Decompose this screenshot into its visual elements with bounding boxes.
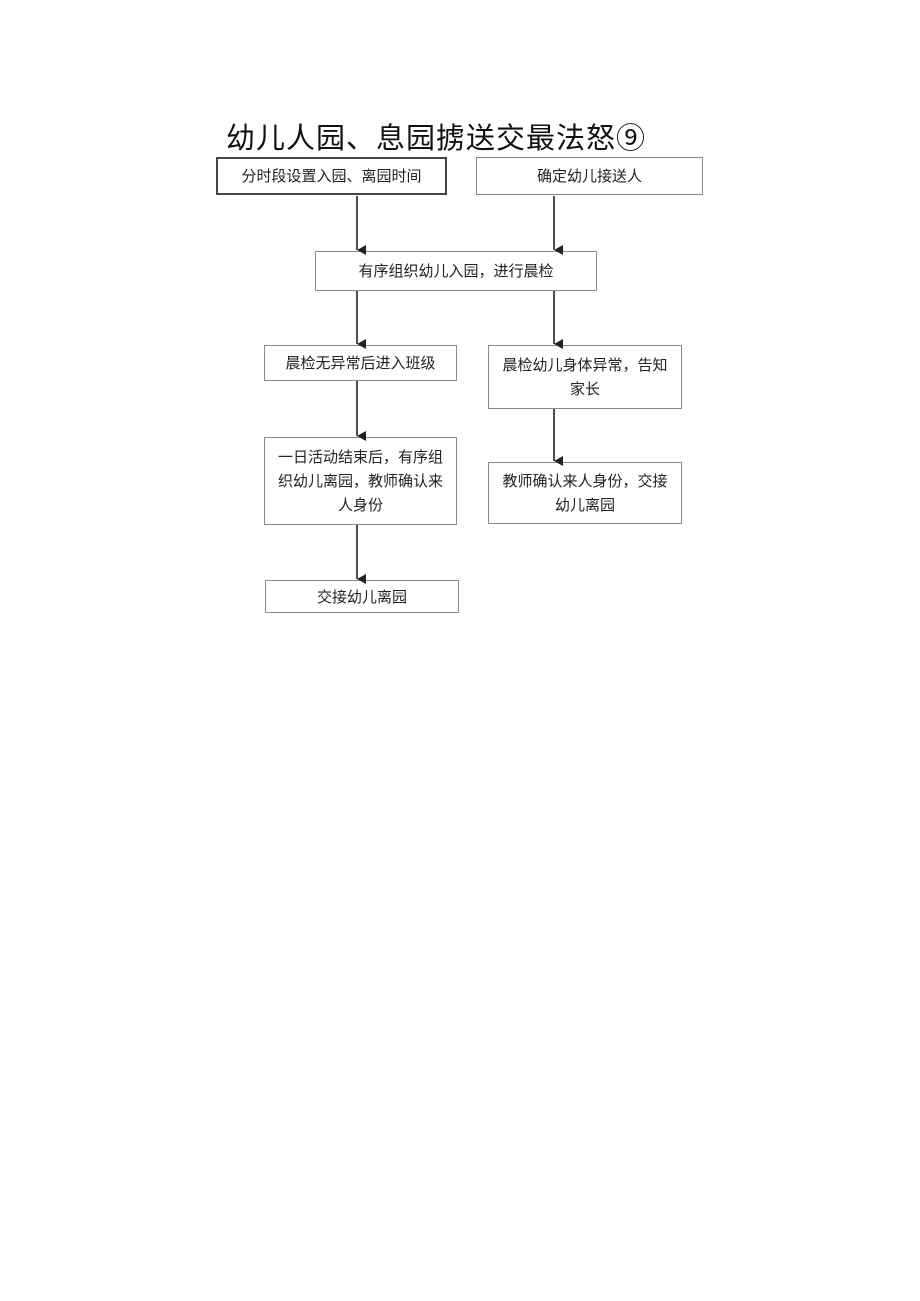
node-handover-label: 交接幼儿离园 bbox=[316, 587, 407, 606]
node-teacher-confirm-label: 教师确认来人身份，交接幼儿离园 bbox=[502, 472, 668, 514]
node-check-abnormal: 晨检幼儿身体异常，告知家长 bbox=[488, 345, 682, 409]
node-check-normal: 晨检无异常后进入班级 bbox=[264, 345, 457, 381]
node-orderly-entry: 有序组织幼儿入园，进行晨检 bbox=[315, 251, 597, 291]
node-confirm-pickup: 确定幼儿接送人 bbox=[476, 157, 703, 195]
diagram-title: 幼儿人园、息园掳送交最法怒⑨ bbox=[226, 121, 647, 155]
node-day-end-label: 一日活动结束后，有序组织幼儿离园，教师确认来人身份 bbox=[277, 448, 443, 514]
node-orderly-entry-label: 有序组织幼儿入园，进行晨检 bbox=[358, 262, 554, 280]
node-teacher-confirm: 教师确认来人身份，交接幼儿离园 bbox=[488, 462, 682, 524]
node-set-time: 分时段设置入园、离园时间 bbox=[216, 157, 447, 195]
node-set-time-label: 分时段设置入园、离园时间 bbox=[241, 167, 422, 185]
node-confirm-pickup-label: 确定幼儿接送人 bbox=[536, 167, 642, 185]
node-check-abnormal-label: 晨检幼儿身体异常，告知家长 bbox=[502, 356, 668, 398]
node-handover: 交接幼儿离园 bbox=[265, 580, 459, 613]
node-check-normal-label: 晨检无异常后进入班级 bbox=[285, 354, 436, 372]
